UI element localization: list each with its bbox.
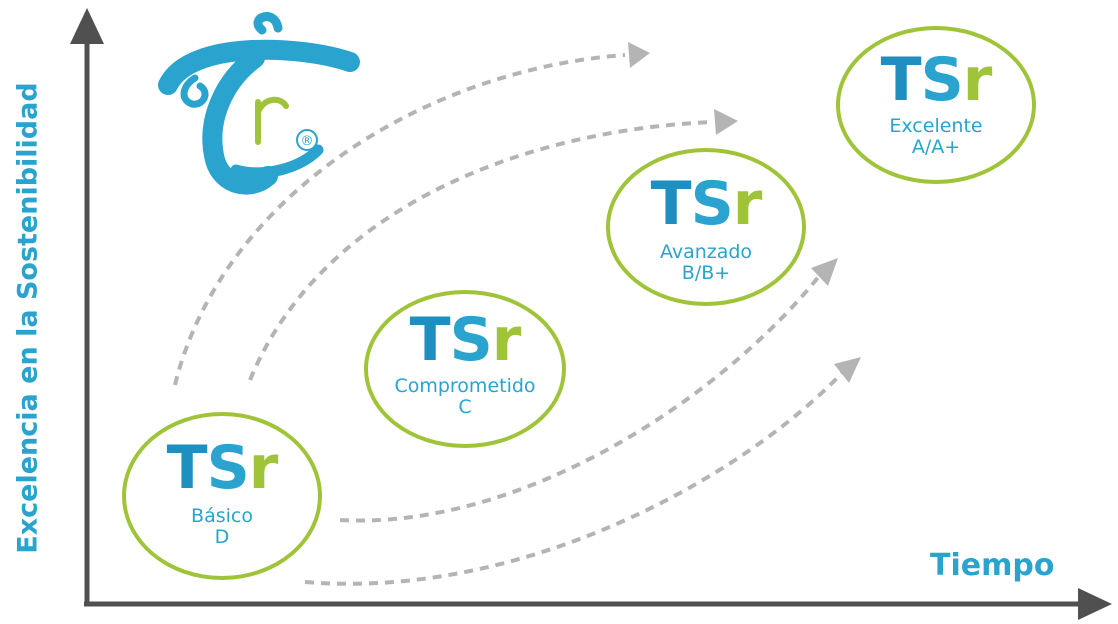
level-basico: TSr Básico D bbox=[122, 412, 322, 580]
level-avanzado: TSr Avanzado B/B+ bbox=[606, 148, 806, 306]
tsr-brand: TSr bbox=[409, 305, 522, 375]
x-axis-label: Tiempo bbox=[930, 548, 1055, 583]
level-name: Básico bbox=[191, 505, 253, 527]
registered-icon bbox=[296, 129, 318, 151]
level-name: Avanzado bbox=[659, 241, 753, 263]
tsr-brand: TSr bbox=[166, 433, 279, 503]
level-grade: C bbox=[458, 396, 472, 418]
axes bbox=[70, 8, 1112, 620]
y-axis-arrowhead bbox=[70, 8, 104, 44]
arrow-head bbox=[811, 258, 838, 286]
level-name: Excelente bbox=[889, 115, 983, 137]
tr-logo: ® bbox=[158, 12, 360, 195]
tsr-brand: TSr bbox=[650, 169, 763, 239]
arrow-heads bbox=[628, 42, 861, 383]
x-axis-arrowhead bbox=[1078, 588, 1112, 620]
tsr-brand: TSr bbox=[880, 45, 993, 115]
level-grade: B/B+ bbox=[681, 262, 731, 284]
level-name: Comprometido bbox=[394, 375, 536, 397]
progress-arrow bbox=[173, 53, 626, 386]
arrow-head bbox=[628, 42, 650, 68]
registered-mark: ® bbox=[301, 134, 314, 149]
progress-arrows bbox=[173, 53, 845, 586]
level-grade: A/A+ bbox=[911, 136, 961, 158]
level-comprometido: TSr Comprometido C bbox=[364, 290, 566, 448]
y-axis-label: Excelencia en la Sostenibilidad bbox=[12, 82, 44, 554]
arrow-head bbox=[834, 357, 861, 383]
level-excelente: TSr Excelente A/A+ bbox=[836, 26, 1036, 184]
arrow-head bbox=[714, 109, 738, 135]
progress-arrow bbox=[339, 273, 822, 523]
level-grade: D bbox=[214, 526, 230, 548]
